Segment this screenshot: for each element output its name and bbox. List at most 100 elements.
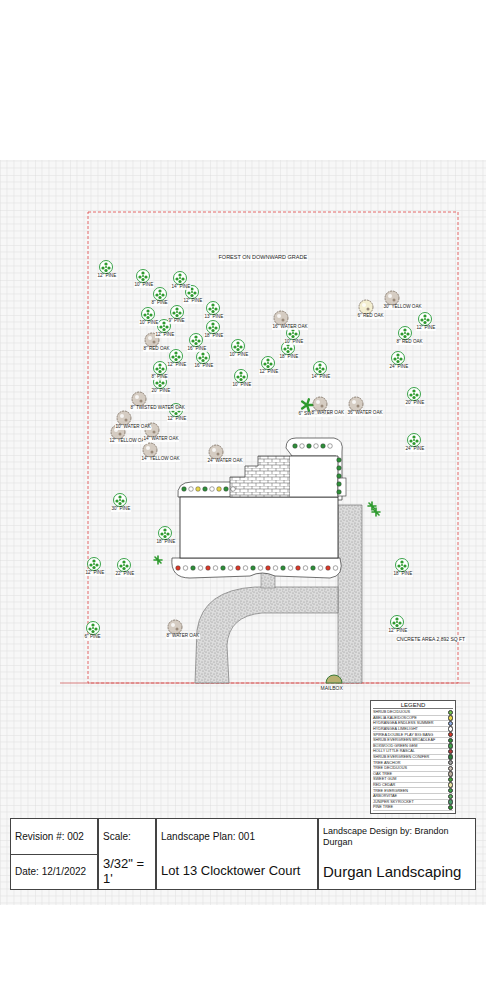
house-footprint — [180, 497, 338, 558]
shrub-symbol — [314, 444, 319, 449]
oak-symbol — [117, 411, 131, 425]
legend-text: HOLLY LITTLE RASCAL — [373, 749, 415, 753]
title-block-caption: Landscape Plan: 001 — [157, 819, 317, 854]
tree-label: 10" WATER OAK — [115, 425, 151, 430]
shrub-symbol — [273, 566, 278, 571]
tree-label: 30" PINE — [111, 507, 131, 512]
tree-label: 14" WATER OAK — [143, 437, 179, 442]
pine-symbol — [88, 558, 101, 571]
pine-symbol — [197, 351, 210, 364]
driveway — [338, 505, 362, 683]
shrub-symbol — [266, 566, 271, 571]
legend-swatch — [448, 754, 453, 759]
shrub-sprig — [372, 508, 380, 516]
legend-swatch — [448, 738, 453, 743]
tree-label: 14" PINE — [171, 285, 191, 290]
legend-text: OAK TREE — [373, 772, 392, 776]
shrub-symbol — [293, 444, 298, 449]
legend-text: ABELIA KALEIDOSCOPE — [373, 716, 417, 720]
legend-swatch — [448, 732, 453, 737]
shrub-symbol — [236, 566, 241, 571]
oak-symbol — [132, 392, 146, 406]
shrub-symbol — [191, 566, 196, 571]
tree-label: 8" WATER OAK — [311, 411, 345, 416]
shrub-symbol — [337, 490, 342, 495]
shrub-symbol — [303, 566, 308, 571]
house-wing — [290, 456, 338, 497]
tree-label: 10" PINE — [229, 353, 249, 358]
planting-bed — [172, 558, 341, 578]
legend-text: SPIREA DOUBLE PLAY BIG BANG — [373, 733, 433, 737]
shrub-symbol — [196, 487, 201, 492]
legend-text: PINE TREE — [373, 805, 393, 809]
shrub-symbol — [189, 487, 194, 492]
legend-swatch — [448, 710, 453, 715]
legend-swatch — [448, 715, 453, 720]
pine-symbol — [190, 334, 203, 347]
tree-label: 10" PINE — [232, 383, 252, 388]
oak-symbol — [143, 443, 157, 457]
shrub-symbol — [206, 566, 211, 571]
driveway-loop — [195, 587, 338, 683]
tree-label: 12" PINE — [416, 326, 436, 331]
tree-label: 36" WATER OAK — [347, 411, 383, 416]
tree-label: 13" PINE — [204, 315, 224, 320]
legend-text: HYDRANGEA ENDLESS SUMMER — [373, 721, 434, 725]
oak-symbol — [168, 620, 182, 634]
tree-label: 18" PINE — [279, 355, 299, 360]
tree-label: 18" PINE — [393, 572, 413, 577]
shrub-symbol — [210, 487, 215, 492]
shrub-symbol — [300, 444, 305, 449]
shrub-symbol — [296, 566, 301, 571]
legend-box: LEGENDSHRUB DECIDUOUSABELIA KALEIDOSCOPE… — [370, 700, 456, 814]
legend-text: SHRUB EVERGREEN CONIFER — [373, 755, 429, 759]
title-block-caption: Revision #: 002 — [11, 819, 97, 854]
tree-label: 8" TWISTED WATER OAK — [130, 406, 185, 411]
pine-symbol — [262, 357, 275, 370]
tree-label: 8" RED OAK — [143, 347, 170, 352]
tree-label: 20" PINE — [405, 401, 425, 406]
shrub-sprig — [368, 502, 376, 510]
tree-label: 12" PINE — [183, 299, 203, 304]
plan-cell: Landscape Plan: 001Lot 13 Clocktower Cou… — [156, 818, 318, 890]
pine-symbol — [408, 388, 421, 401]
shrub-symbol — [183, 566, 188, 571]
tree-label: 8" PINE — [151, 375, 168, 380]
tree-label: 16" PINE — [187, 347, 207, 352]
legend-swatch — [448, 805, 453, 810]
tree-label: 14" PINE — [311, 375, 331, 380]
legend-text: TREE EVERGREEN — [373, 789, 408, 793]
pine-symbol — [207, 321, 220, 334]
pine-symbol — [314, 362, 327, 375]
legend-title: LEGEND — [373, 702, 453, 709]
tree-label: 18" PINE — [204, 334, 224, 339]
oak-symbol — [385, 291, 399, 305]
oak-symbol — [313, 397, 327, 411]
legend-text: SHRUB EVERGREEN BROADLEAF — [373, 738, 435, 742]
shrub-symbol — [198, 566, 203, 571]
tree-label: 9" PINE — [168, 319, 185, 324]
shrub-symbol — [318, 566, 323, 571]
tree-label: 18" PINE — [156, 540, 176, 545]
legend-swatch — [448, 749, 453, 754]
tree-label: 8" WATER OAK — [166, 634, 200, 639]
pine-symbol — [392, 352, 405, 365]
property-line — [88, 212, 458, 683]
tree-label: 14" YELLOW OAK — [141, 457, 180, 462]
pine-symbol — [171, 306, 184, 319]
shrub-symbol — [337, 458, 342, 463]
pine-symbol — [118, 559, 131, 572]
pine-symbol — [174, 272, 187, 285]
mailbox-symbol — [326, 675, 342, 683]
legend-text: RED CEDAR — [373, 783, 395, 787]
legend-swatch — [448, 782, 453, 787]
legend-row: PINE TREE — [373, 805, 453, 811]
title-block-caption: Scale: — [99, 819, 155, 854]
tree-label: 10" PINE — [134, 283, 154, 288]
legend-swatch — [448, 777, 453, 782]
title-block-value: Date: 12/1/2022 — [11, 854, 97, 890]
title-block-value: Lot 13 Clocktower Court — [157, 854, 317, 889]
shrub-symbol — [281, 566, 286, 571]
scale-cell: Scale:3/32" = 1' — [98, 818, 156, 890]
area-note: CNCRETE AREA 2,892 SQ FT — [396, 637, 466, 642]
